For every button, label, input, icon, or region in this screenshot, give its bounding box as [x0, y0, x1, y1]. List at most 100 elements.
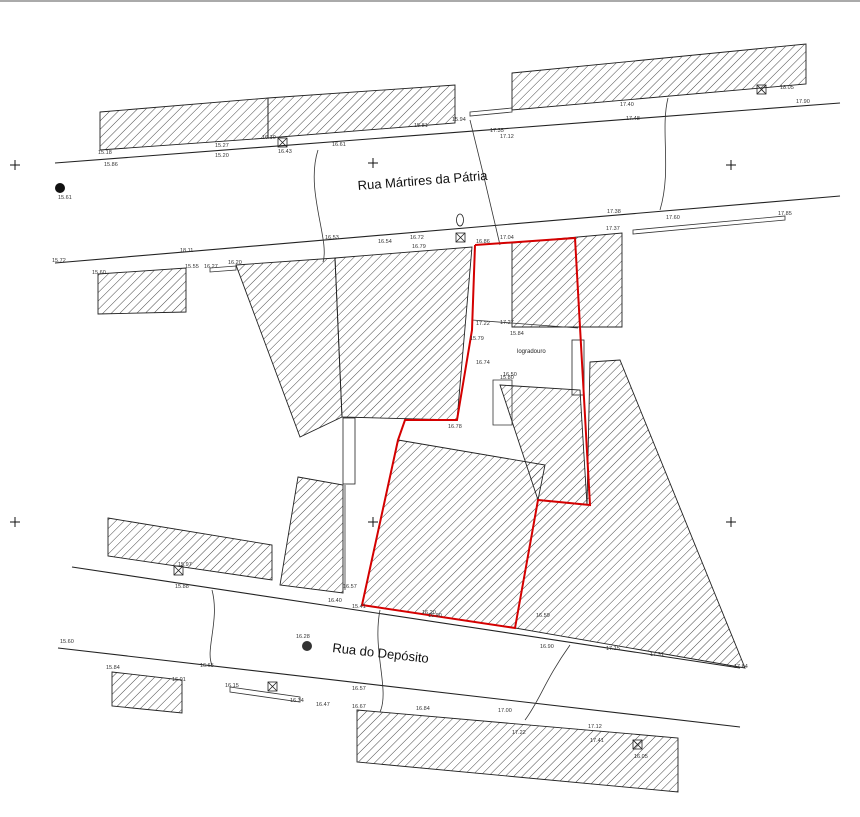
elevation-label: 16.43	[278, 149, 292, 155]
elevation-label: 17.00	[498, 708, 512, 714]
elevation-label: 16.90	[540, 644, 554, 650]
elevation-label: 17.04	[500, 235, 514, 241]
elevation-label: 15.79	[470, 336, 484, 342]
boxed-x-marker-icon	[173, 565, 184, 576]
elevation-label: 17.22	[476, 321, 490, 327]
elevation-label: 16.53	[325, 235, 339, 241]
elevation-label: 16.20	[422, 610, 436, 616]
survey-point-icon	[55, 183, 65, 193]
elevation-label: 16.15	[225, 683, 239, 689]
elevation-label: 17.12	[588, 724, 602, 730]
elevation-label: 16.10	[262, 135, 276, 141]
boxed-x-marker-icon	[632, 739, 643, 750]
elevation-label: 16.20	[228, 260, 242, 266]
elevation-label: 15.84	[106, 665, 120, 671]
building-block	[511, 43, 807, 111]
courtyard-element	[492, 379, 513, 426]
elevation-label: 16.84	[416, 706, 430, 712]
elevation-label: 17.41	[590, 738, 604, 744]
building-block	[111, 671, 183, 714]
north-street-edge-bottom	[54, 195, 841, 264]
grid-cross	[368, 158, 378, 168]
elevation-label: 18.05	[780, 85, 794, 91]
elevation-label: 15.80	[500, 375, 514, 381]
elevation-label: 15.84	[510, 331, 524, 337]
boxed-x-marker-icon	[277, 137, 288, 148]
courtyard-label: logradouro	[517, 349, 546, 355]
building-block	[97, 267, 187, 315]
sidewalk-strip	[469, 107, 513, 117]
sidewalk-strip	[632, 215, 786, 235]
elevation-label: 16.40	[328, 598, 342, 604]
elevation-label: 15.61	[58, 195, 72, 201]
elevation-label: 16.61	[332, 142, 346, 148]
elevation-label: 17.22	[512, 730, 526, 736]
elevation-label: 15.60	[92, 270, 106, 276]
grid-cross	[368, 517, 378, 527]
building-block	[356, 709, 679, 793]
elevation-label: 16.27	[204, 264, 218, 270]
elevation-label: 16.78	[448, 424, 462, 430]
elevation-label: 15.72	[52, 258, 66, 264]
elevation-label: 15.60	[60, 639, 74, 645]
elevation-label: 16.65	[200, 663, 214, 669]
elevation-label: 16.54	[378, 239, 392, 245]
elevation-label: 16.01	[172, 677, 186, 683]
elevation-label: 15.88	[175, 584, 189, 590]
elevation-label: 16.28	[296, 634, 310, 640]
property-curve	[659, 97, 669, 211]
elevation-label: 17.40	[620, 102, 634, 108]
grid-cross	[726, 160, 736, 170]
elevation-label: 15.27	[215, 143, 229, 149]
north-street-edge-top	[54, 102, 841, 164]
elevation-label: 15.18	[98, 150, 112, 156]
elevation-label: 16.90	[428, 613, 442, 619]
street-name-north: Rua Mártires da Pátria	[357, 168, 489, 193]
elevation-label: 16.50	[503, 372, 517, 378]
elevation-label: 17.12	[500, 134, 514, 140]
elevation-label: 17.35	[490, 128, 504, 134]
property-boundary	[360, 236, 592, 630]
south-street-edge-top	[71, 566, 741, 669]
elevation-label: 17.90	[796, 99, 810, 105]
elevation-label: 16.57	[352, 686, 366, 692]
elevation-label: 17.94	[734, 664, 748, 670]
grid-cross	[10, 160, 20, 170]
elevation-label: 16.67	[352, 704, 366, 710]
grid-cross	[726, 517, 736, 527]
boxed-x-marker-icon	[455, 232, 466, 243]
building-block	[334, 246, 473, 421]
elevation-label: 16.72	[410, 235, 424, 241]
sidewalk-strip	[209, 265, 237, 273]
elevation-label: 15.20	[215, 153, 229, 159]
building-block	[511, 232, 623, 328]
elevation-label: 16.59	[536, 613, 550, 619]
grid-cross	[10, 517, 20, 527]
survey-point-icon	[302, 641, 312, 651]
elevation-label: 17.48	[626, 116, 640, 122]
elevation-label: 16.79	[412, 244, 426, 250]
building-block	[279, 476, 344, 594]
elevation-label: 17.38	[607, 209, 621, 215]
tree-icon	[456, 213, 464, 227]
elevation-label: 16.86	[476, 239, 490, 245]
elevation-label: 16.47	[316, 702, 330, 708]
elevation-label: 15.86	[104, 162, 118, 168]
street-name-south: Rua do Depósito	[332, 640, 430, 666]
property-curve	[469, 119, 501, 246]
elevation-label: 15.55	[185, 264, 199, 270]
property-curve	[313, 149, 325, 263]
elevation-label: 17.60	[666, 215, 680, 221]
staircase	[342, 417, 356, 485]
elevation-labels: 15.1815.2716.1015.8115.8615.2016.6116.43…	[52, 85, 810, 760]
building-block	[361, 439, 546, 629]
building-block	[107, 517, 273, 581]
building-block	[235, 257, 343, 438]
elevation-label: 15.97	[178, 562, 192, 568]
south-street-edge-bottom	[57, 647, 741, 728]
building-block	[267, 84, 456, 139]
property-curve	[524, 644, 571, 721]
elevation-label: 18.11	[180, 248, 193, 254]
elevation-label: 16.57	[343, 584, 357, 590]
courtyard-line	[471, 319, 579, 329]
